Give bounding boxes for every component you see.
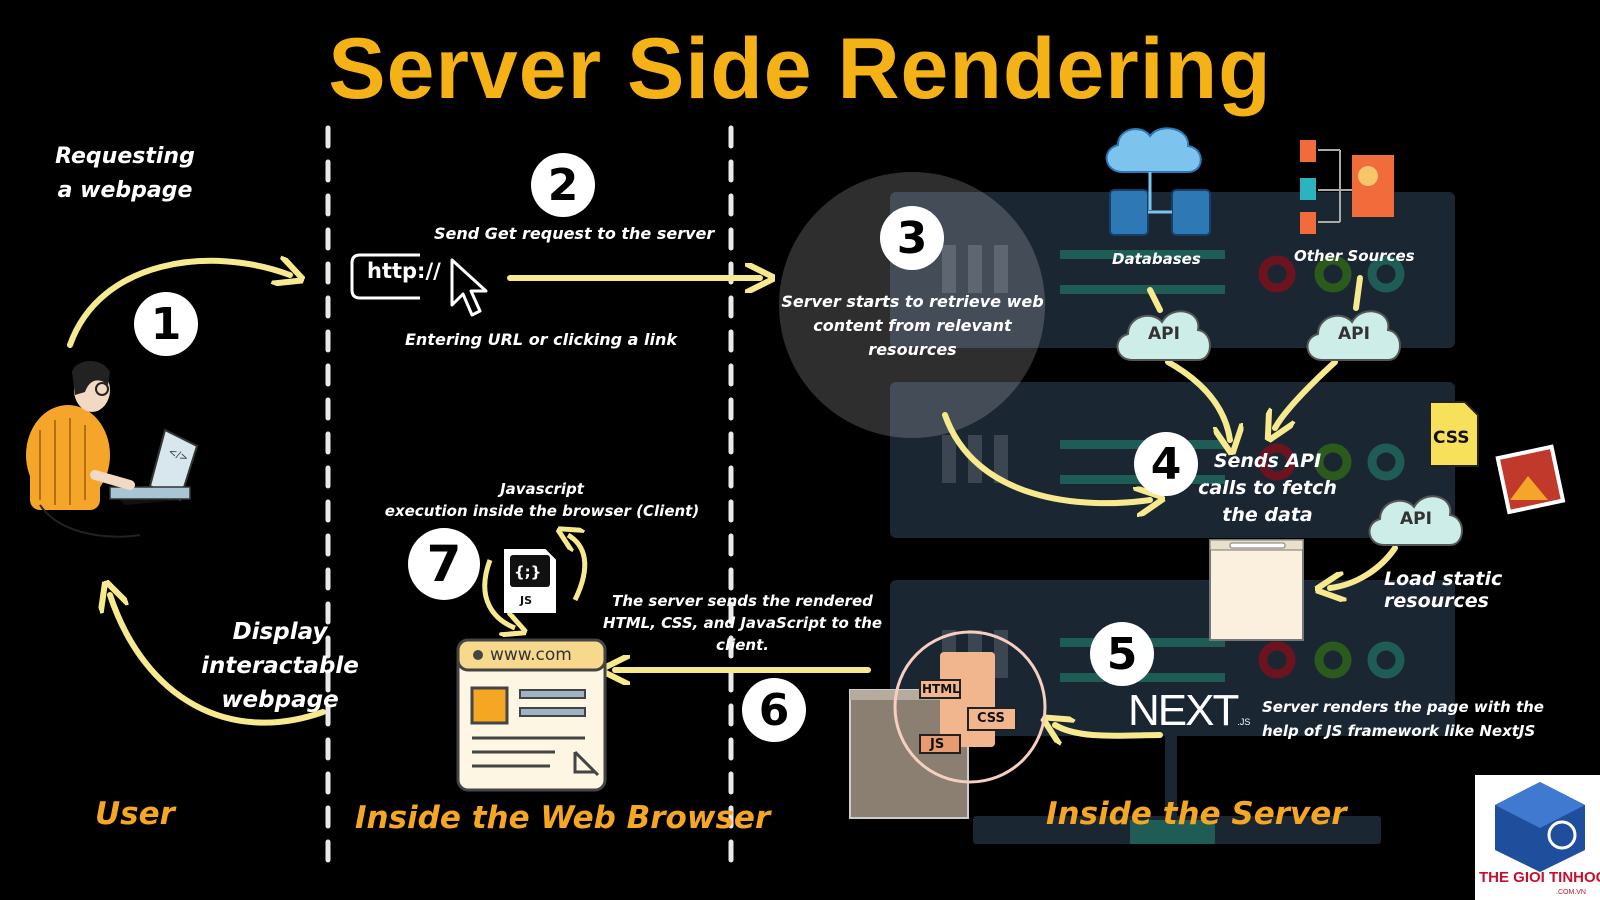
lane-label-server: Inside the Server bbox=[1046, 796, 1347, 832]
arrow-step3-to-step4 bbox=[942, 412, 1150, 503]
api-cloud-graphics bbox=[1116, 310, 1463, 546]
database-cloud-graphic bbox=[1105, 127, 1202, 173]
arrow-next-to-html bbox=[1055, 725, 1163, 736]
arrow-user-to-browser bbox=[67, 261, 290, 348]
step3-number-badge: 3 bbox=[880, 206, 944, 270]
arrow-db-api-to-4 bbox=[1165, 359, 1230, 440]
display-caption-line1: Display interactable bbox=[201, 619, 359, 679]
step3-caption-line2: content from relevant bbox=[813, 316, 1012, 335]
step6-caption-line2: HTML, CSS, and JavaScript to the bbox=[602, 614, 883, 632]
js-stack-label: JS bbox=[930, 737, 945, 752]
image-file-graphic bbox=[1495, 444, 1566, 515]
arrow-display-to-user bbox=[110, 595, 326, 726]
step2-subcaption: Entering URL or clicking a link bbox=[405, 330, 677, 349]
browser-url-text: www.com bbox=[490, 645, 572, 665]
step4-caption-line1: Sends API bbox=[1213, 450, 1322, 472]
flow-arrows bbox=[67, 261, 1398, 736]
css-file-label: CSS bbox=[1433, 428, 1470, 448]
step6-caption-line1: The server sends the rendered bbox=[612, 592, 873, 610]
layered-page-stack bbox=[849, 630, 1047, 819]
html-file-label: HTML bbox=[922, 682, 960, 696]
rendered-page-graphic bbox=[1209, 539, 1304, 641]
nextjs-logo-text: NEXT bbox=[1128, 686, 1239, 735]
other-sources-label: Other Sources bbox=[1294, 247, 1415, 265]
url-bar-graphic bbox=[350, 253, 488, 317]
step3-caption: Server starts to retrieve web content fr… bbox=[780, 290, 1045, 362]
step6-number-badge: 6 bbox=[742, 678, 806, 742]
step1-caption-line1: Requesting bbox=[55, 144, 195, 169]
js-file-label: JS bbox=[520, 594, 533, 607]
arrow-other-to-api bbox=[1353, 275, 1363, 311]
step4-caption-line3: the data bbox=[1222, 504, 1313, 526]
nextjs-logo-suffix: .JS bbox=[1237, 717, 1251, 727]
lane-label-user: User bbox=[95, 796, 175, 832]
js-cycle-arrows bbox=[482, 535, 588, 628]
api-label-databases: API bbox=[1148, 324, 1180, 344]
browser-window-graphic bbox=[456, 638, 607, 792]
arrow-other-api-to-4 bbox=[1275, 359, 1338, 428]
step7-caption-line2: execution inside the browser (Client) bbox=[384, 502, 700, 520]
user-figure bbox=[26, 361, 199, 538]
watermark: THE GIOI TINHOC .COM.VN bbox=[1475, 775, 1600, 900]
step6-caption-line3: client. bbox=[716, 636, 769, 654]
step3-highlight-circle bbox=[779, 172, 1045, 438]
display-caption: Display interactable webpage bbox=[150, 615, 410, 717]
watermark-name: THE GIOI TINHOC bbox=[1479, 869, 1600, 886]
watermark-logo-graphic bbox=[1475, 775, 1600, 900]
step1-number-badge: 1 bbox=[134, 292, 198, 356]
step7-number-badge: 7 bbox=[408, 528, 480, 600]
watermark-domain: .COM.VN bbox=[1556, 889, 1586, 896]
step7-caption-line1: Javascript bbox=[500, 480, 584, 498]
step5-caption-line2: help of JS framework like NextJS bbox=[1262, 722, 1536, 740]
step5-number-badge: 5 bbox=[1090, 622, 1154, 686]
step7-caption: Javascript execution inside the browser … bbox=[382, 478, 702, 522]
css-stack-label: CSS bbox=[977, 711, 1005, 726]
arrow-db-to-api bbox=[1147, 287, 1163, 313]
url-text: http:// bbox=[367, 259, 441, 283]
json-file-graphic bbox=[504, 549, 556, 613]
step3-caption-line3: resources bbox=[868, 340, 957, 359]
step1-caption-line2: a webpage bbox=[57, 178, 193, 203]
other-sources-graphic bbox=[1300, 140, 1394, 234]
step4-number-badge: 4 bbox=[1134, 432, 1198, 496]
api-label-static: API bbox=[1400, 509, 1432, 529]
step6-caption: The server sends the rendered HTML, CSS,… bbox=[600, 590, 885, 656]
diagram-title: Server Side Rendering bbox=[328, 21, 1272, 117]
step4-caption-line2: calls to fetch bbox=[1198, 477, 1337, 499]
json-icon-label: {;} bbox=[514, 563, 542, 581]
step2-caption: Send Get request to the server bbox=[434, 224, 715, 243]
css-file-graphic bbox=[1429, 401, 1479, 467]
lane-label-browser: Inside the Web Browser bbox=[355, 800, 771, 836]
database-cylinders bbox=[1109, 172, 1211, 236]
databases-label: Databases bbox=[1112, 250, 1201, 268]
step4-caption: Sends API calls to fetch the data bbox=[1185, 448, 1350, 529]
load-static-label: Load static resources bbox=[1384, 568, 1503, 612]
server-panel-3 bbox=[890, 580, 1455, 736]
step5-caption-line1: Server renders the page with the bbox=[1262, 698, 1544, 716]
display-caption-line2: webpage bbox=[221, 687, 339, 713]
step5-caption: Server renders the page with the help of… bbox=[1262, 695, 1544, 743]
api-label-other-sources: API bbox=[1338, 324, 1370, 344]
arrow-static-api-to-page bbox=[1330, 545, 1398, 588]
step2-number-badge: 2 bbox=[531, 153, 595, 217]
nextjs-logo: NEXT.JS bbox=[1128, 686, 1250, 736]
step3-caption-line1: Server starts to retrieve web bbox=[781, 292, 1044, 311]
step1-caption: Requesting a webpage bbox=[40, 140, 210, 208]
